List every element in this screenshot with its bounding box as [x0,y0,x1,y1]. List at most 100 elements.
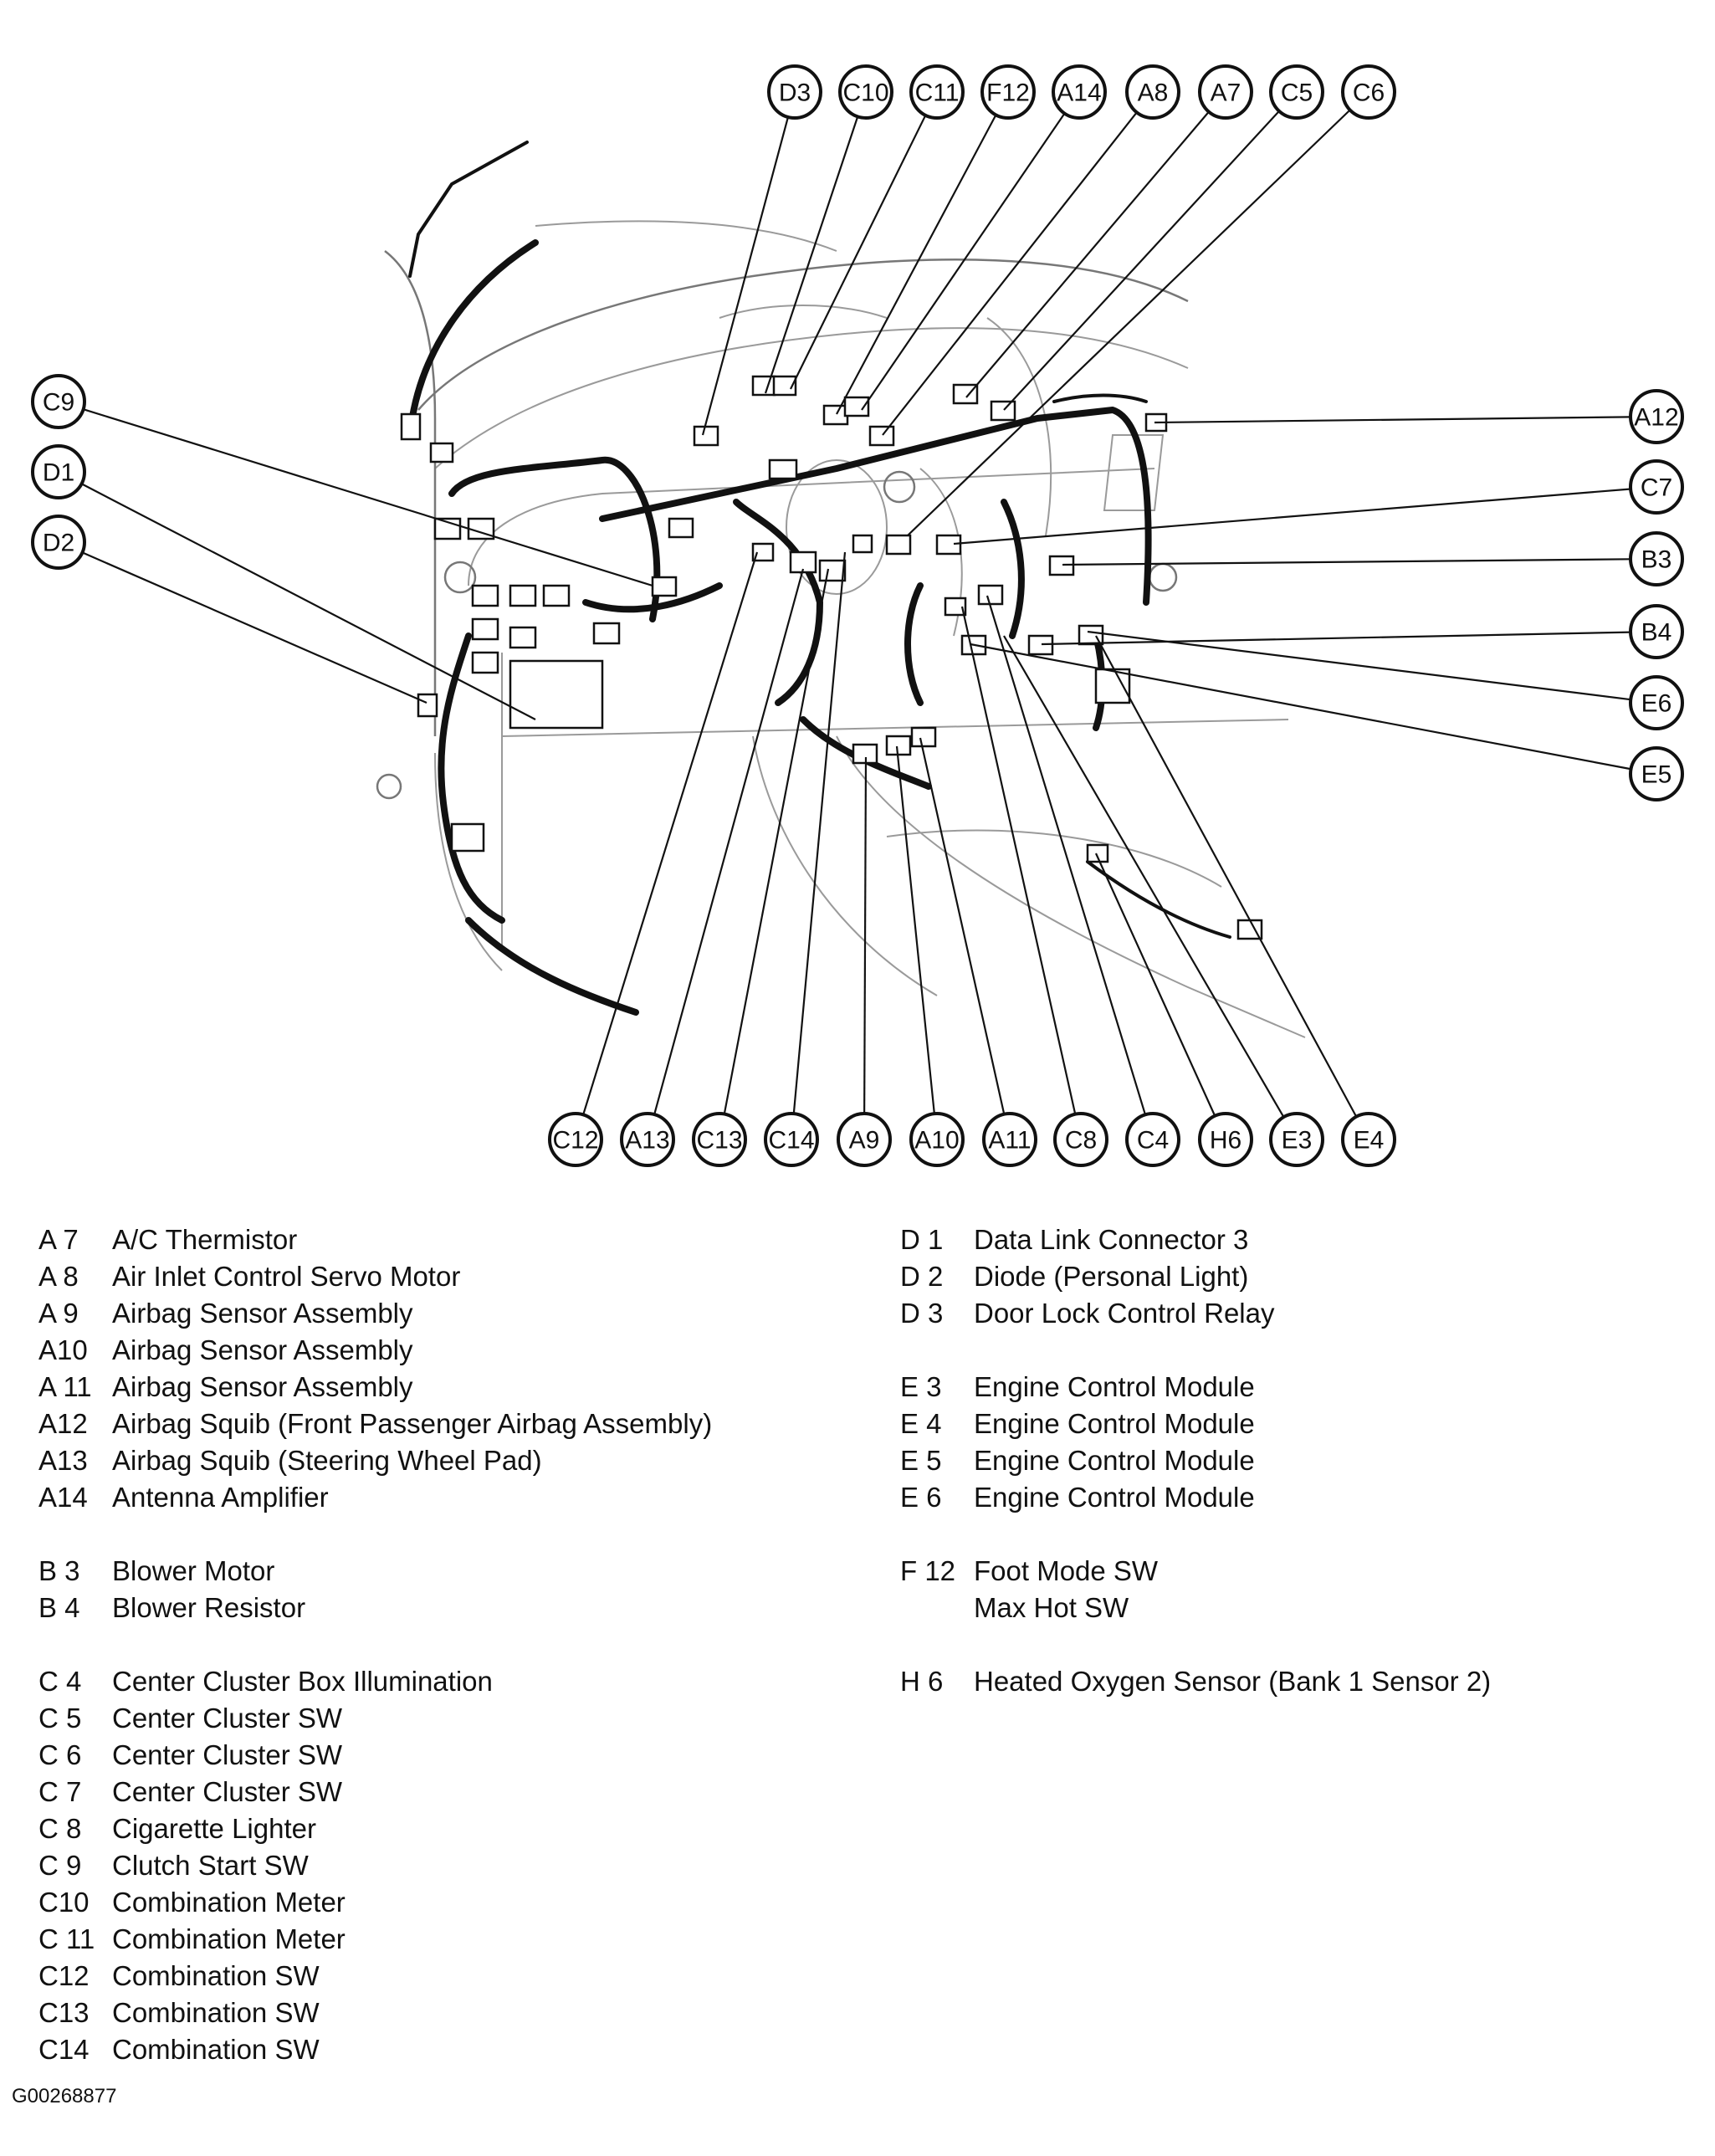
callout-label: C8 [1065,1127,1097,1155]
callout-circle [548,1112,603,1167]
callout-circle [1198,1112,1253,1167]
callout-circle [1269,64,1324,120]
callout-label: E4 [1354,1127,1385,1155]
legend-entry: D 2 Diode (Personal Light) [900,1258,1491,1295]
legend-name: Combination Meter [112,1923,346,1954]
legend-name: Heated Oxygen Sensor (Bank 1 Sensor 2) [974,1666,1492,1697]
legend-code: C 7 [38,1776,82,1807]
callout-circle [1341,1112,1396,1167]
callout-circle [1629,675,1684,730]
callout-label: C13 [696,1127,742,1155]
callout-label: C14 [768,1127,814,1155]
legend-code: C10 [38,1887,90,1918]
legend-code: B 3 [38,1555,80,1586]
legend-name: Center Cluster SW [112,1739,343,1770]
callout-c5: C5 [1269,64,1324,120]
legend-gap [38,1626,712,1663]
legend-code: C 9 [38,1850,82,1881]
leader-line [895,745,935,1114]
legend-code: D 3 [900,1298,944,1329]
callout-label: E5 [1641,761,1672,789]
callout-e3: E3 [1269,1112,1324,1167]
legend-entry: Max Hot SW [900,1590,1491,1626]
callout-label: C12 [552,1127,598,1155]
legend-entry: B 3 Blower Motor [38,1553,712,1590]
legend-entry: C12 Combination SW [38,1958,712,1995]
callout-label: H6 [1210,1127,1241,1155]
legend-name: Foot Mode SW [974,1555,1159,1586]
leader-line [764,116,859,394]
legend-code: A12 [38,1408,88,1439]
legend-name: Airbag Sensor Assembly [112,1298,413,1329]
callout-label: E6 [1641,690,1672,718]
leader-line [970,643,1631,771]
legend-name: Center Cluster SW [112,1776,343,1807]
callout-label: B4 [1641,619,1672,647]
callout-label: A11 [988,1127,1031,1155]
callout-circle [1629,459,1684,515]
legend-code: B 4 [38,1592,80,1623]
callout-h6: H6 [1198,1112,1253,1167]
vehicle-outline [376,220,1306,1038]
leader-line [985,595,1147,1115]
callout-e5: E5 [1629,746,1684,801]
legend-name: Engine Control Module [974,1408,1255,1439]
legend-entry: C 11 Combination Meter [38,1921,712,1958]
legend-code: D 2 [900,1261,944,1292]
legend-name: Air Inlet Control Servo Motor [112,1261,461,1292]
callout-d2: D2 [31,515,86,570]
callout-a9: A9 [837,1112,892,1167]
callout-circle [1052,64,1107,120]
legend-name: Combination SW [112,2034,320,2065]
legend-right: D 1 Data Link Connector 3 D 2 Diode (Person… [900,1221,1491,1700]
leader-line [1087,630,1631,701]
callout-label: D3 [779,79,811,107]
callout-c6: C6 [1341,64,1396,120]
callout-label: C5 [1281,79,1313,107]
legend-code: C 8 [38,1813,82,1844]
legend-code: D 1 [900,1224,944,1255]
callout-circle [1198,64,1253,120]
callout-circle [692,1112,747,1167]
callout-circle [980,64,1036,120]
callout-circle [31,374,86,429]
legend-code: C12 [38,1960,90,1991]
leader-line [81,483,536,720]
leader-line [861,112,1066,411]
legend-name: Data Link Connector 3 [974,1224,1249,1255]
callout-circle [1629,604,1684,659]
legend-name: Diode (Personal Light) [974,1261,1249,1292]
legend-name: Max Hot SW [974,1592,1129,1623]
callout-c11: C11 [909,64,965,120]
legend-code: A 9 [38,1298,79,1329]
callout-b3: B3 [1629,531,1684,586]
legend-code: E 6 [900,1482,942,1513]
legend-code: E 3 [900,1371,942,1402]
callout-label: D2 [43,530,74,557]
callout-c13: C13 [692,1112,747,1167]
callout-label: A13 [625,1127,669,1155]
legend-name: Clutch Start SW [112,1850,309,1881]
legend-code: C14 [38,2034,90,2065]
legend-name: Combination SW [112,1960,320,1991]
legend-name: Airbag Sensor Assembly [112,1371,413,1402]
legend-entry: C14 Combination SW [38,2031,712,2068]
callout-c10: C10 [838,64,893,120]
legend-code [900,1590,974,1626]
legend-name: Blower Motor [112,1555,275,1586]
callout-a8: A8 [1125,64,1180,120]
legend-name: Combination Meter [112,1887,346,1918]
legend-name: Center Cluster SW [112,1703,343,1734]
callout-circle [1125,64,1180,120]
legend-code: C 11 [38,1923,95,1954]
leader-line [1154,416,1631,424]
leader-line [1003,635,1285,1118]
